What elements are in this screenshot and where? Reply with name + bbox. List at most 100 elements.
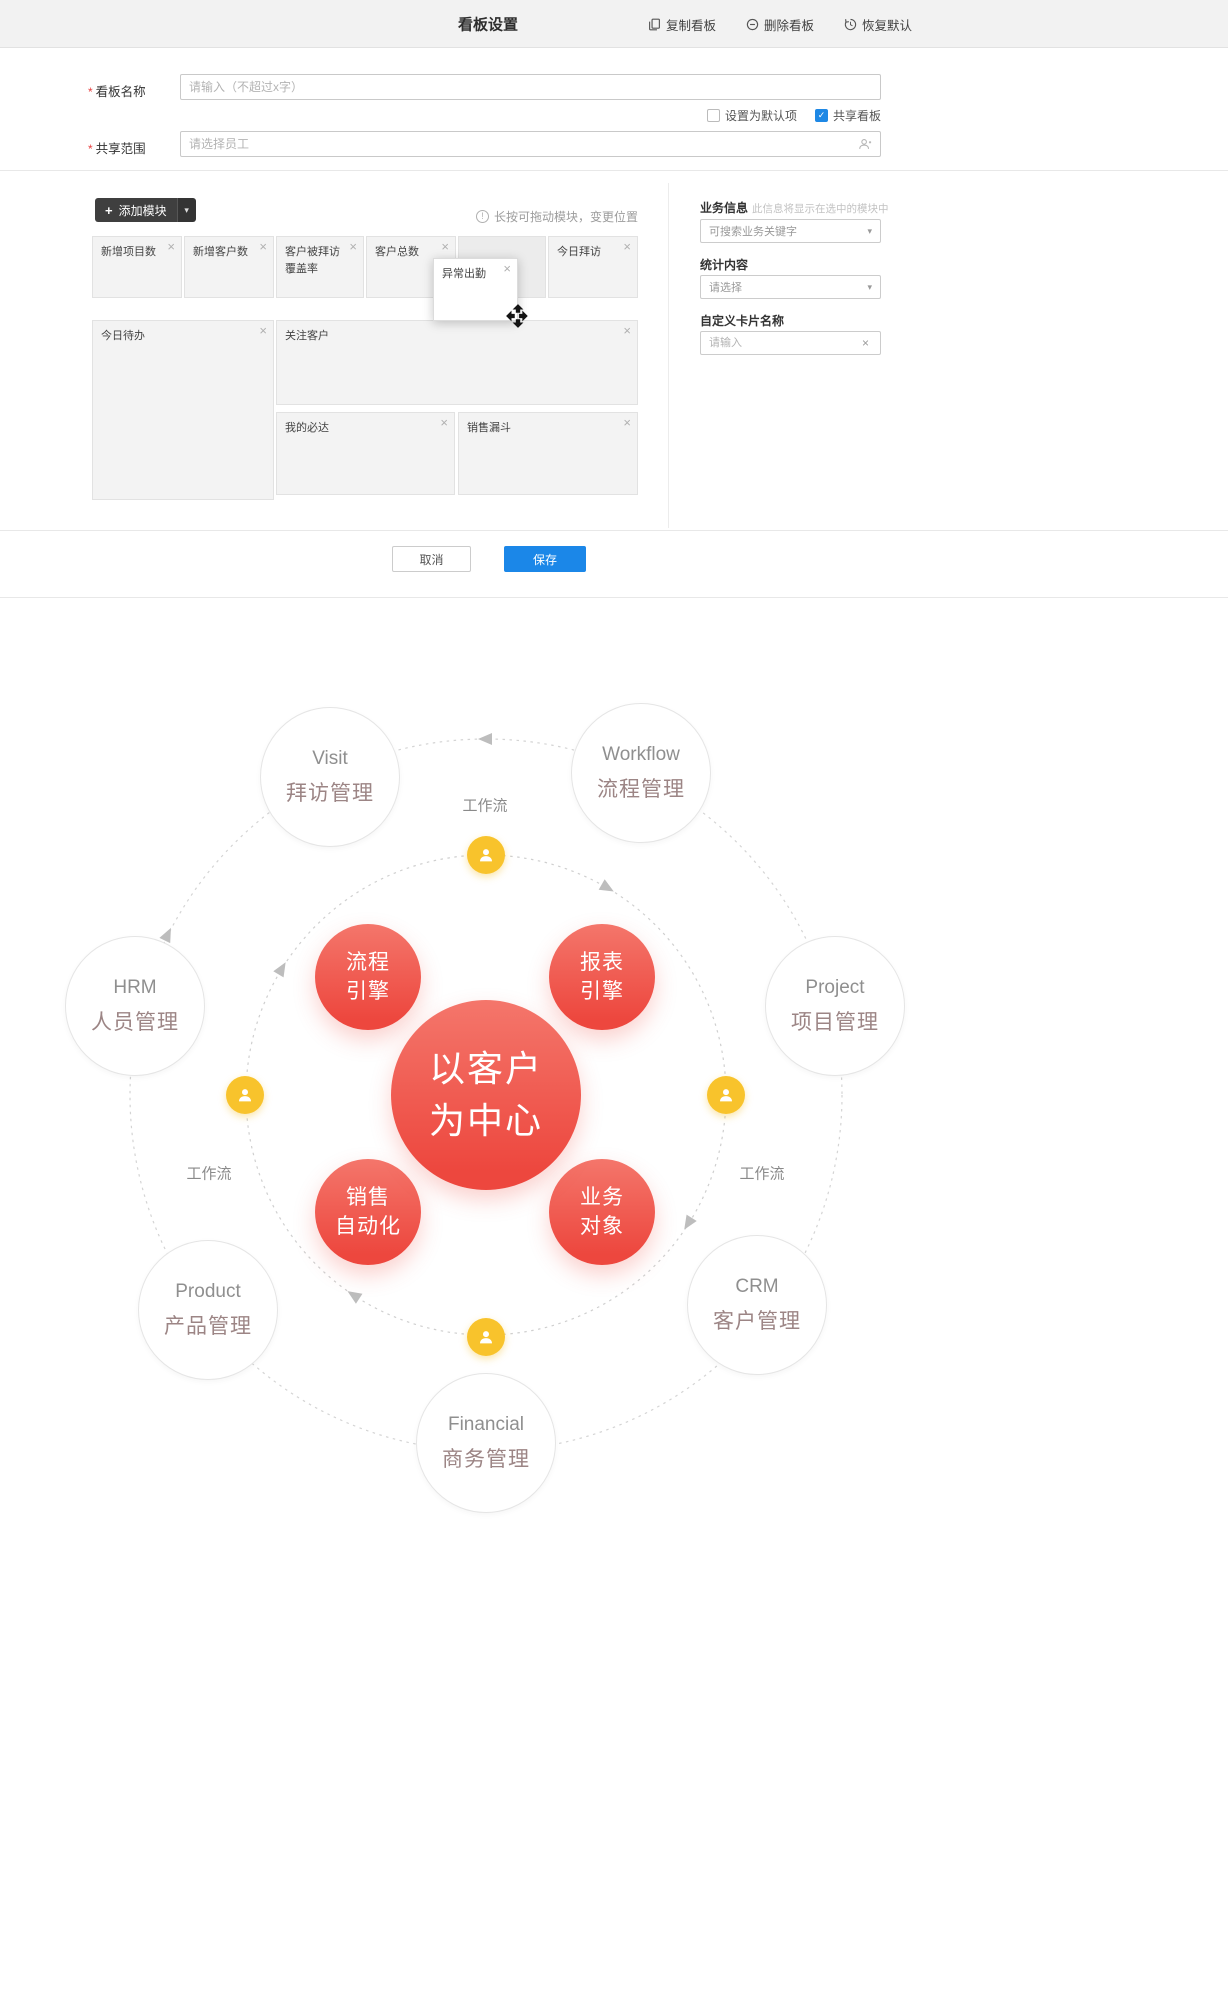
module-card-title: 异常出勤 xyxy=(442,268,486,280)
person-icon xyxy=(720,1089,732,1102)
add-module-label: 添加模块 xyxy=(118,203,167,218)
user-dot-left xyxy=(226,1076,264,1114)
select-placeholder: 请选择 xyxy=(709,282,742,294)
set-default-label: 设置为默认项 xyxy=(724,109,797,123)
share-dashboard-label: 共享看板 xyxy=(832,109,881,123)
set-default-checkbox[interactable]: 设置为默认项 xyxy=(706,107,797,124)
stats-content-select[interactable]: 请选择 ▾ xyxy=(700,275,881,299)
dashboard-name-label-text: 看板名称 xyxy=(95,85,146,99)
restore-default-button[interactable]: 恢复默认 xyxy=(844,15,912,34)
close-icon[interactable]: × xyxy=(623,323,631,338)
section-divider xyxy=(0,170,1228,171)
save-button[interactable]: 保存 xyxy=(504,546,586,572)
module-card-title: 我的必达 xyxy=(285,422,329,434)
center-circle-customer-centric: 以客户 为中心 xyxy=(391,1000,581,1190)
module-card-title: 关注客户 xyxy=(285,330,329,342)
close-icon[interactable]: × xyxy=(503,261,511,276)
cancel-button[interactable]: 取消 xyxy=(392,546,471,572)
share-scope-input[interactable] xyxy=(180,131,881,157)
module-card-title: 客户被拜访覆盖率 xyxy=(285,246,340,275)
outer-circle-zh-label: 项目管理 xyxy=(791,1010,879,1034)
module-card-title: 客户总数 xyxy=(375,246,419,258)
outer-circle-hrm: HRM 人员管理 xyxy=(65,936,205,1076)
person-icon xyxy=(480,849,492,862)
panel-divider xyxy=(668,183,669,528)
move-cursor-icon xyxy=(506,304,528,328)
close-icon[interactable]: × xyxy=(440,415,448,430)
user-dot-top xyxy=(467,836,505,874)
business-keyword-select[interactable]: 可搜索业务关键字 ▾ xyxy=(700,219,881,243)
engine-label-line: 对象 xyxy=(580,1215,624,1238)
checkbox-checked: ✓ xyxy=(814,109,828,122)
chevron-down-icon: ▾ xyxy=(867,225,872,236)
module-card-new-customers[interactable]: 新增客户数 × xyxy=(184,236,274,298)
select-placeholder: 可搜索业务关键字 xyxy=(709,226,797,238)
engine-circle-sales: 销售 自动化 xyxy=(315,1159,421,1265)
add-module-button[interactable]: + 添加模块 ▾ xyxy=(95,198,196,222)
close-icon[interactable]: × xyxy=(623,239,631,254)
clear-icon[interactable]: × xyxy=(862,336,870,350)
workflow-label-top: 工作流 xyxy=(462,797,508,815)
engine-circle-process: 流程 引擎 xyxy=(315,924,421,1030)
module-card-abnormal-attendance-dragging[interactable]: 异常出勤 × xyxy=(433,258,518,321)
module-card-title: 今日拜访 xyxy=(557,246,601,258)
engine-label-line: 引擎 xyxy=(346,980,390,1003)
outer-circle-zh-label: 商务管理 xyxy=(442,1447,530,1471)
outer-circle-en-label: HRM xyxy=(113,976,157,998)
dashboard-name-input[interactable] xyxy=(180,74,881,100)
outer-circle-en-label: Product xyxy=(175,1280,241,1302)
outer-circle-en-label: Financial xyxy=(447,1413,525,1435)
plus-icon: + xyxy=(105,202,113,218)
add-employee-icon[interactable] xyxy=(858,137,872,151)
outer-circle-zh-label: 拜访管理 xyxy=(286,781,374,805)
custom-card-name-input[interactable] xyxy=(700,331,881,355)
required-mark: * xyxy=(88,85,93,99)
close-icon[interactable]: × xyxy=(259,239,267,254)
copy-dashboard-label: 复制看板 xyxy=(666,18,717,33)
module-card-followed-customers[interactable]: 关注客户 × xyxy=(276,320,638,405)
copy-dashboard-button[interactable]: 复制看板 xyxy=(648,15,716,34)
close-icon[interactable]: × xyxy=(441,239,449,254)
dashboard-name-label: *看板名称 xyxy=(88,81,146,100)
module-card-today-visits[interactable]: 今日拜访 × xyxy=(548,236,638,298)
info-icon: ! xyxy=(475,210,489,223)
outer-circle-zh-label: 产品管理 xyxy=(164,1314,252,1338)
share-scope-label: *共享范围 xyxy=(88,138,146,157)
engine-label-line: 业务 xyxy=(580,1185,624,1209)
engine-label-line: 流程 xyxy=(346,950,390,974)
flow-arrows xyxy=(159,733,697,1304)
share-scope-label-text: 共享范围 xyxy=(95,142,146,156)
restore-default-label: 恢复默认 xyxy=(862,18,913,33)
close-icon[interactable]: × xyxy=(259,323,267,338)
page-title: 看板设置 xyxy=(457,16,519,34)
header-actions: 复制看板 删除看板 恢复默认 xyxy=(648,0,912,48)
module-card-visit-coverage[interactable]: 客户被拜访覆盖率 × xyxy=(276,236,364,298)
drag-hint-text: 长按可拖动模块，变更位置 xyxy=(493,210,638,224)
drag-hint: ! 长按可拖动模块，变更位置 xyxy=(475,208,638,225)
close-icon[interactable]: × xyxy=(167,239,175,254)
close-icon[interactable]: × xyxy=(349,239,357,254)
module-card-my-must[interactable]: 我的必达 × xyxy=(276,412,455,495)
module-card-title: 新增项目数 xyxy=(101,246,156,258)
outer-circle-product: Product 产品管理 xyxy=(138,1240,278,1380)
module-card-today-todo[interactable]: 今日待办 × xyxy=(92,320,274,500)
outer-circle-crm: CRM 客户管理 xyxy=(687,1235,827,1375)
person-icon xyxy=(480,1331,492,1344)
delete-dashboard-button[interactable]: 删除看板 xyxy=(746,15,814,34)
engine-label-line: 引擎 xyxy=(580,980,624,1003)
add-module-main: + 添加模块 xyxy=(95,198,177,222)
close-icon[interactable]: × xyxy=(623,415,631,430)
module-card-sales-funnel[interactable]: 销售漏斗 × xyxy=(458,412,638,495)
business-info-title-text: 业务信息 xyxy=(700,201,749,215)
module-card-title: 新增客户数 xyxy=(193,246,248,258)
copy-icon xyxy=(649,18,660,30)
user-dot-right xyxy=(707,1076,745,1114)
delete-icon xyxy=(746,18,759,30)
person-icon xyxy=(239,1089,251,1102)
module-card-new-projects[interactable]: 新增项目数 × xyxy=(92,236,182,298)
share-dashboard-checkbox[interactable]: ✓ 共享看板 xyxy=(814,107,881,124)
module-card-title: 销售漏斗 xyxy=(467,422,511,434)
module-card-title: 今日待办 xyxy=(101,330,145,342)
checkbox-row: 设置为默认项 ✓ 共享看板 xyxy=(180,107,881,124)
chevron-down-icon[interactable]: ▾ xyxy=(176,198,196,222)
